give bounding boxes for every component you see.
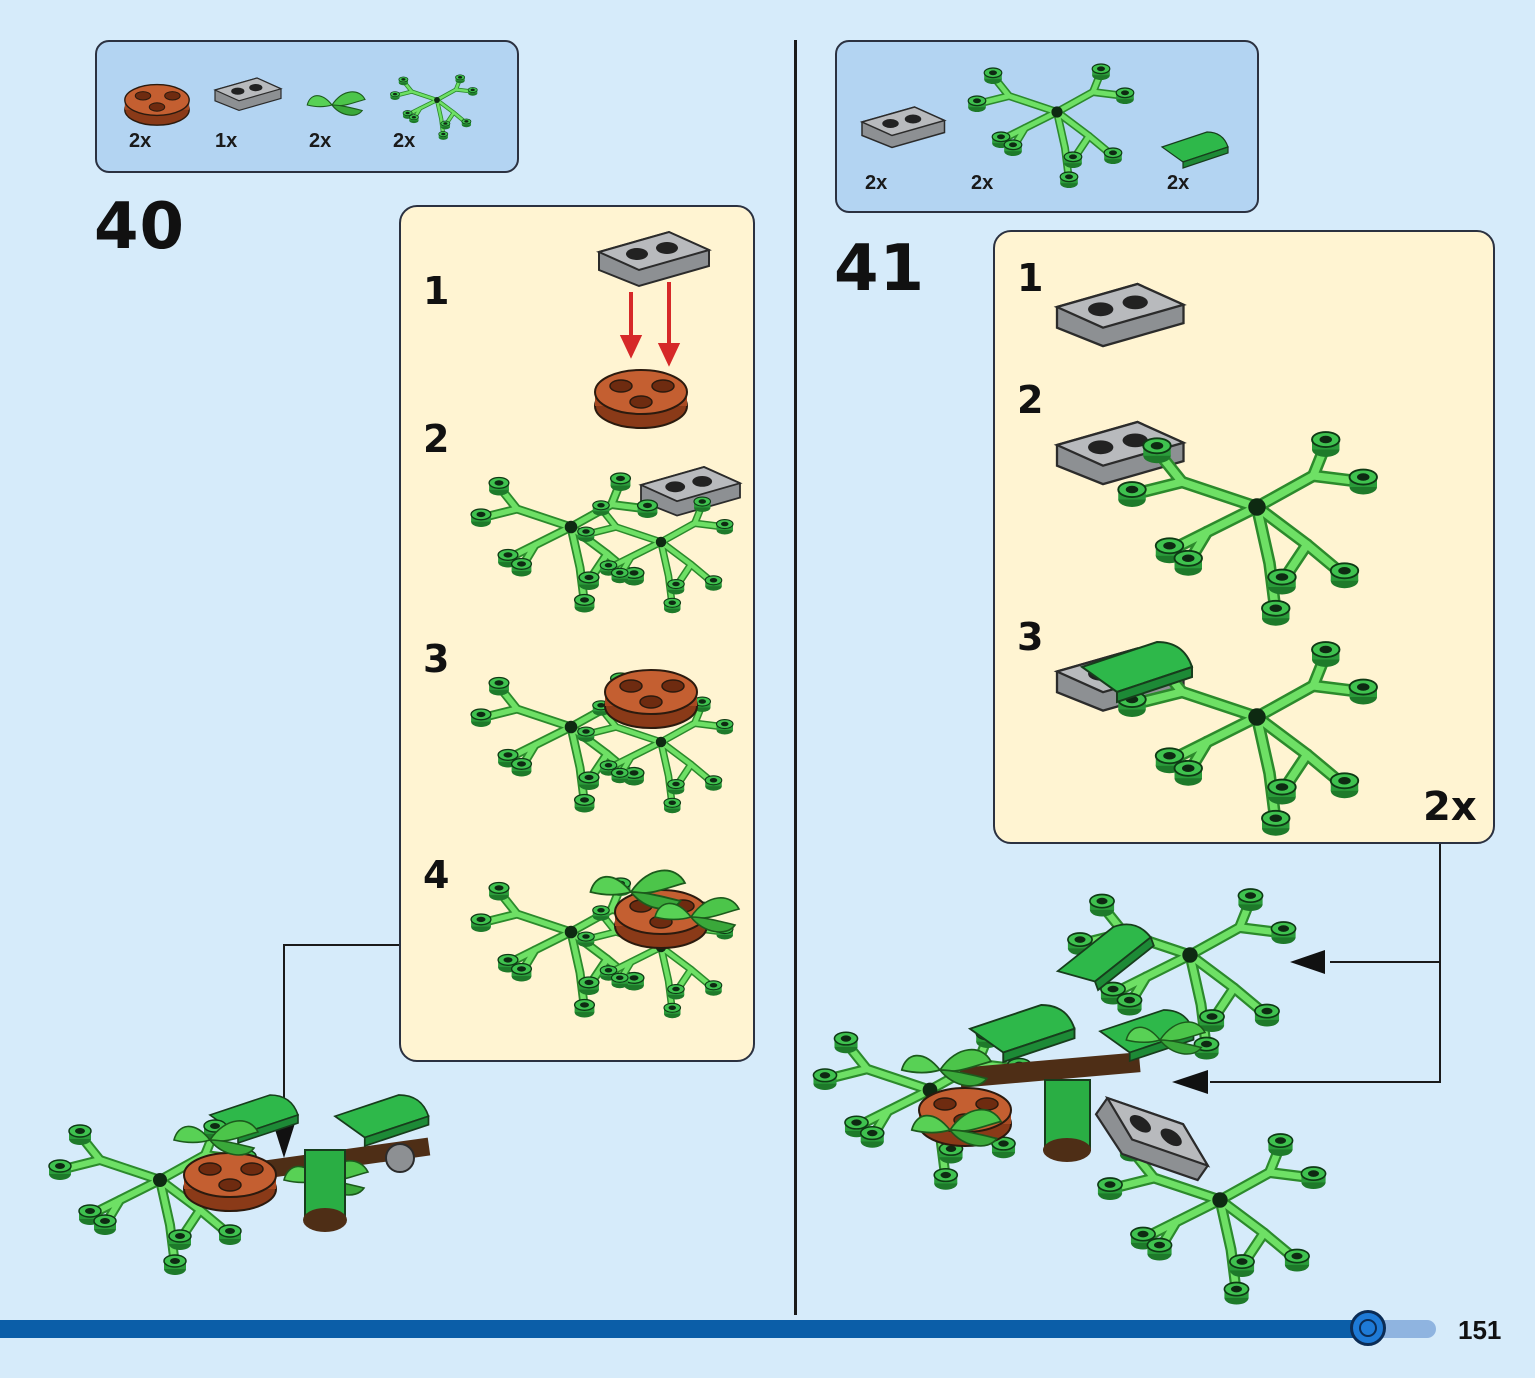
part-count: 2x — [1167, 172, 1190, 194]
page-number: 151 — [1458, 1315, 1502, 1345]
substep-number: 1 — [1017, 256, 1044, 300]
part-count: 2x — [865, 172, 888, 194]
part-count: 2x — [129, 130, 152, 152]
page-divider — [794, 40, 797, 1315]
progress-bar — [0, 1320, 1370, 1338]
substep-panel-step-40: 1 2 3 4 — [399, 205, 755, 1062]
substep-panel-step-41: 1 2 3 2x — [993, 230, 1495, 844]
progress-indicator-icon — [1350, 1310, 1386, 1346]
substep-number: 4 — [423, 853, 450, 897]
substep-number: 2 — [423, 417, 450, 461]
part-count: 1x — [215, 130, 238, 152]
step-number-40: 40 — [94, 190, 186, 264]
assembly-step-40 — [90, 1094, 431, 1310]
parts-list-step-40: 2x 1x 2x 2x — [95, 40, 519, 173]
substep-1-illustration — [594, 231, 710, 429]
substep-number: 2 — [1017, 378, 1044, 422]
parts-list-step-41: 2x 2x 2x — [835, 40, 1259, 213]
step-number-41: 41 — [834, 232, 926, 306]
part-count: 2x — [971, 172, 994, 194]
part-count: 2x — [393, 130, 416, 152]
assembly-step-41 — [830, 900, 1360, 1310]
substep-number: 3 — [423, 637, 450, 681]
substep-number: 1 — [423, 269, 450, 313]
progress-bar-remaining — [1370, 1320, 1436, 1338]
substep-number: 3 — [1017, 615, 1044, 659]
repeat-multiplier: 2x — [1423, 784, 1477, 830]
part-count: 2x — [309, 130, 332, 152]
